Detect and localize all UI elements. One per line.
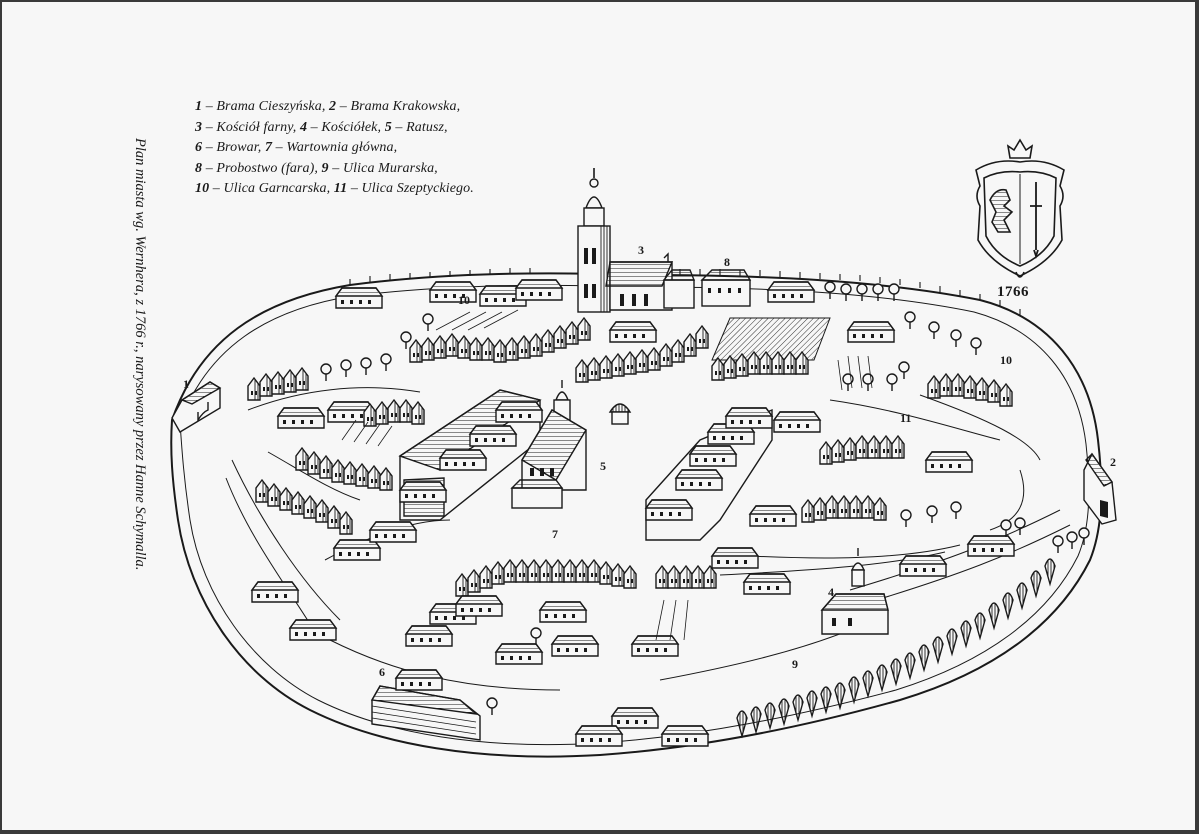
town-hall xyxy=(510,380,587,509)
map-label-11: 11 xyxy=(900,411,911,425)
houses-west xyxy=(247,367,425,429)
houses-west-2 xyxy=(295,447,393,491)
legend-line: 10 – Ulica Garncarska, 11 – Ulica Szepty… xyxy=(195,179,474,200)
legend-line: 1 – Brama Cieszyńska, 2 – Brama Krakowsk… xyxy=(195,97,474,118)
legend-line: 3 – Kościół farny, 4 – Kościółek, 5 – Ra… xyxy=(195,118,474,139)
legend: 1 – Brama Cieszyńska, 2 – Brama Krakowsk… xyxy=(195,97,474,200)
legend-number: 1 xyxy=(195,99,203,114)
legend-text: – Ulica Murarska, xyxy=(328,160,438,176)
map-label-7: 7 xyxy=(552,527,558,541)
gate-krakowska xyxy=(1083,452,1117,525)
map-label-10b: 10 xyxy=(1000,353,1012,367)
houses-west-3 xyxy=(255,479,353,535)
legend-number: 11 xyxy=(333,181,348,196)
map-label-8: 8 xyxy=(724,255,730,269)
small-church xyxy=(820,548,889,635)
well xyxy=(608,403,632,425)
legend-text: – Ratusz, xyxy=(391,119,448,135)
legend-number: 3 xyxy=(195,119,203,135)
legend-number: 6 xyxy=(195,140,203,155)
houses-south-east xyxy=(749,495,1015,577)
map-label-5: 5 xyxy=(600,459,606,473)
legend-number: 10 xyxy=(195,181,210,196)
legend-number: 7 xyxy=(264,140,273,155)
legend-number: 8 xyxy=(195,160,203,176)
coat-of-arms-eagle-sword-icon xyxy=(975,138,1065,278)
map-label-2: 2 xyxy=(1110,455,1116,469)
map-label-3: 3 xyxy=(638,243,644,257)
legend-text: – Brama Krakowska, xyxy=(336,99,461,114)
coat-of-arms-year: 1766 xyxy=(997,284,1029,300)
town-wall xyxy=(170,272,1103,758)
houses-north-row xyxy=(409,317,591,363)
legend-number: 9 xyxy=(321,160,329,176)
map-label-6: 6 xyxy=(379,665,385,679)
houses-center-south xyxy=(551,547,791,657)
legend-text: – Brama Cieszyńska, xyxy=(202,99,330,114)
legend-text: – Probostwo (fara), xyxy=(202,160,322,176)
guardhouse-row xyxy=(455,559,637,597)
houses-szeptyckiego xyxy=(819,373,1013,473)
block-east-of-square xyxy=(645,407,821,541)
legend-number: 5 xyxy=(384,119,392,135)
parish-church xyxy=(577,168,696,313)
legend-number: 4 xyxy=(299,119,308,135)
legend-line: 1 – Brama Cieszyńska, 2 – Brama Krakowsk… xyxy=(195,97,474,200)
legend-line: 8 – Probostwo (fara), 9 – Ulica Murarska… xyxy=(195,159,474,180)
legend-text: – Ulica Szeptyckiego. xyxy=(347,181,474,196)
map-label-1: 1 xyxy=(183,377,189,391)
gate-cieszynska xyxy=(171,381,222,433)
houses-north-east xyxy=(711,317,895,381)
block-west-of-townhall xyxy=(398,389,543,521)
brewery xyxy=(370,669,481,741)
legend-text: – Kościół farny, xyxy=(202,119,300,135)
houses-south xyxy=(575,707,709,747)
legend-number: 2 xyxy=(329,99,337,114)
legend-text: – Wartownia główna, xyxy=(272,140,398,155)
houses-square-north xyxy=(575,321,709,383)
legend-text: – Kościółek, xyxy=(307,119,385,135)
legend-text: – Browar, xyxy=(202,140,265,155)
legend-text: – Ulica Garncarska, xyxy=(209,181,334,196)
map-label-10a: 10 xyxy=(458,293,470,307)
map-label-4: 4 xyxy=(828,585,834,599)
legend-line: 6 – Browar, 7 – Wartownia główna, xyxy=(195,138,474,159)
map-label-9: 9 xyxy=(792,657,798,671)
rectory xyxy=(700,269,752,307)
